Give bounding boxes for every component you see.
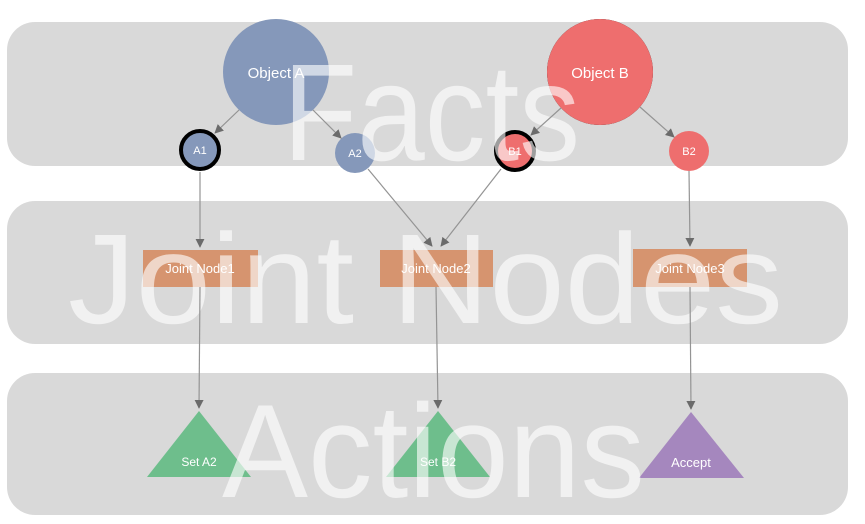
set-a2-triangle [147, 411, 251, 477]
joint-node2-label: Joint Node2 [401, 261, 470, 276]
set-b2-triangle [386, 411, 490, 477]
joint-node3-label: Joint Node3 [655, 261, 724, 276]
edge-a2-joint2 [367, 168, 433, 247]
accept-label: Accept [671, 455, 711, 470]
edge-joint1-seta2 [194, 286, 204, 409]
nodes-layer: Object A Object B A1 A2 B1 B2 Joint Node… [143, 19, 747, 478]
object-b-circle-fill [547, 19, 653, 125]
joint-node2-rect [380, 250, 493, 287]
lane-titles: Facts Joint Nodes Actions [68, 36, 783, 524]
b1-label: B1 [508, 146, 521, 158]
edge-b1-joint2 [440, 168, 502, 247]
edge-joint2-setb2 [433, 286, 443, 409]
facts-big-label: Facts [283, 36, 580, 190]
object-b-label: Object B [571, 65, 629, 82]
a1-circle [179, 129, 221, 171]
accept-triangle [639, 412, 744, 478]
edge-objecta-a2 [312, 109, 342, 139]
set-b2-label: Set B2 [420, 455, 456, 469]
edge-objectb-b2 [639, 106, 675, 138]
a1-label: A1 [193, 145, 206, 157]
edges-layer [194, 106, 696, 410]
set-a2-label: Set A2 [181, 455, 217, 469]
joint-nodes-big-label: Joint Nodes [68, 208, 783, 351]
joint-node1-label: Joint Node1 [165, 261, 234, 276]
b1-circle [494, 130, 536, 172]
a2-label: A2 [348, 148, 361, 160]
joint-node3-rect [633, 249, 747, 287]
edge-objectb-b1 [530, 107, 562, 136]
object-a-label: Object A [248, 65, 305, 82]
b2-circle [669, 131, 709, 171]
a2-circle [335, 133, 375, 173]
object-a-circle [223, 19, 329, 125]
joint-node1-rect [143, 250, 258, 287]
actions-big-label: Actions [222, 378, 645, 524]
edge-b2-joint3 [685, 170, 695, 247]
edge-objecta-a1 [214, 109, 240, 134]
edge-joint3-accept [686, 286, 696, 410]
b2-label: B2 [682, 146, 695, 158]
